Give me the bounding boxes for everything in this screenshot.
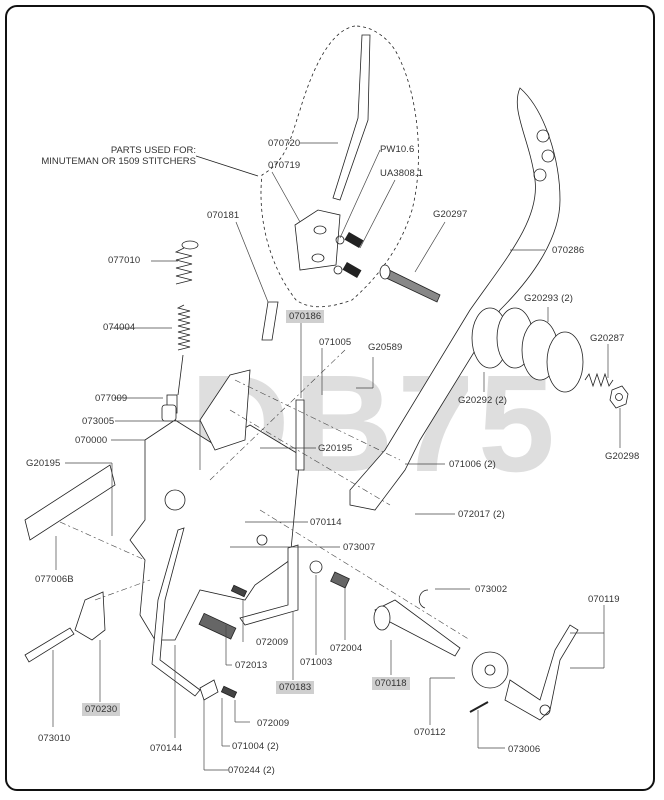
part-label-072004[interactable]: 072004	[330, 643, 363, 654]
rod-070720	[332, 34, 371, 201]
part-label-072009-lower[interactable]: 072009	[257, 718, 290, 729]
spring-074004	[176, 304, 191, 351]
part-label-pw10-6[interactable]: PW10.6	[380, 144, 415, 155]
part-label-070118[interactable]: 070118	[372, 677, 410, 690]
minuteman-parts-note: PARTS USED FOR: MINUTEMAN OR 1509 STITCH…	[40, 145, 196, 167]
part-label-g20292[interactable]: G20292 (2)	[458, 395, 508, 406]
pin-073010	[24, 627, 75, 663]
part-label-071003[interactable]: 071003	[300, 657, 333, 668]
part-label-071006[interactable]: 071006 (2)	[449, 459, 496, 470]
part-label-070181[interactable]: 070181	[207, 210, 240, 221]
part-label-077010[interactable]: 077010	[108, 255, 141, 266]
bracket-070183	[239, 544, 299, 626]
part-label-070230[interactable]: 070230	[82, 703, 121, 716]
part-label-070720[interactable]: 070720	[268, 138, 301, 149]
note-line-1: PARTS USED FOR:	[110, 145, 196, 156]
part-label-070000[interactable]: 070000	[75, 435, 108, 446]
shaft-070118	[374, 599, 461, 657]
part-label-071005[interactable]: 071005	[319, 337, 352, 348]
screw-072004	[330, 571, 350, 589]
part-label-077009[interactable]: 077009	[95, 393, 128, 404]
bracket-070186	[295, 399, 305, 471]
part-label-g20195-left[interactable]: G20195	[26, 458, 61, 469]
part-label-077006b[interactable]: 077006B	[35, 574, 74, 585]
minuteman-parts-enclosure	[260, 25, 419, 308]
part-label-070286[interactable]: 070286	[552, 245, 585, 256]
part-label-070144[interactable]: 070144	[150, 743, 183, 754]
part-label-073002[interactable]: 073002	[475, 584, 508, 595]
part-label-070114[interactable]: 070114	[310, 517, 342, 528]
part-label-070244[interactable]: 070244 (2)	[228, 765, 275, 776]
part-label-070112[interactable]: 070112	[414, 727, 446, 738]
part-label-072013[interactable]: 072013	[235, 660, 268, 671]
part-label-g20287[interactable]: G20287	[590, 333, 625, 344]
block-070230	[74, 591, 106, 641]
arm-070286	[349, 87, 561, 511]
screw-072013	[198, 612, 237, 640]
part-label-070719[interactable]: 070719	[268, 160, 301, 171]
handle-070119	[504, 624, 579, 721]
screw-072009b	[220, 685, 238, 699]
eclip-073002	[418, 589, 429, 609]
note-line-2: MINUTEMAN OR 1509 STITCHERS	[41, 156, 196, 167]
part-label-073006[interactable]: 073006	[508, 744, 541, 755]
spring-077010	[174, 240, 199, 285]
part-label-g20589[interactable]: G20589	[368, 342, 403, 353]
part-label-070119[interactable]: 070119	[588, 594, 620, 605]
part-label-071004[interactable]: 071004 (2)	[232, 741, 279, 752]
main-block-070000	[129, 419, 301, 641]
part-label-g20298[interactable]: G20298	[605, 451, 640, 462]
block-070719	[294, 209, 341, 271]
slide-077006b	[24, 464, 116, 541]
lever-070144	[151, 527, 201, 697]
clamp-070244	[199, 679, 219, 701]
part-label-073007[interactable]: 073007	[343, 542, 376, 553]
part-label-073010[interactable]: 073010	[38, 733, 71, 744]
part-label-g20195-top[interactable]: G20195	[318, 443, 353, 454]
gear-070112	[471, 651, 509, 689]
part-label-070183[interactable]: 070183	[276, 681, 315, 694]
part-label-072017[interactable]: 072017 (2)	[458, 509, 505, 520]
pin-070181	[261, 301, 279, 341]
nut-g20298	[609, 385, 629, 409]
part-label-g20293[interactable]: G20293 (2)	[524, 293, 574, 304]
washer-071003	[309, 560, 323, 574]
spring-g20287	[584, 372, 614, 388]
part-label-072009-upper[interactable]: 072009	[256, 637, 289, 648]
part-label-070186[interactable]: 070186	[286, 310, 325, 323]
part-label-073005[interactable]: 073005	[82, 416, 115, 427]
diagram-frame	[5, 5, 655, 791]
part-label-ua3808-1[interactable]: UA3808.1	[380, 168, 424, 179]
bolt-g20297	[381, 267, 441, 303]
screw-072009a	[230, 584, 248, 598]
part-label-074004[interactable]: 074004	[103, 322, 136, 333]
part-label-g20297[interactable]: G20297	[433, 209, 468, 220]
pin-073006	[469, 701, 489, 713]
